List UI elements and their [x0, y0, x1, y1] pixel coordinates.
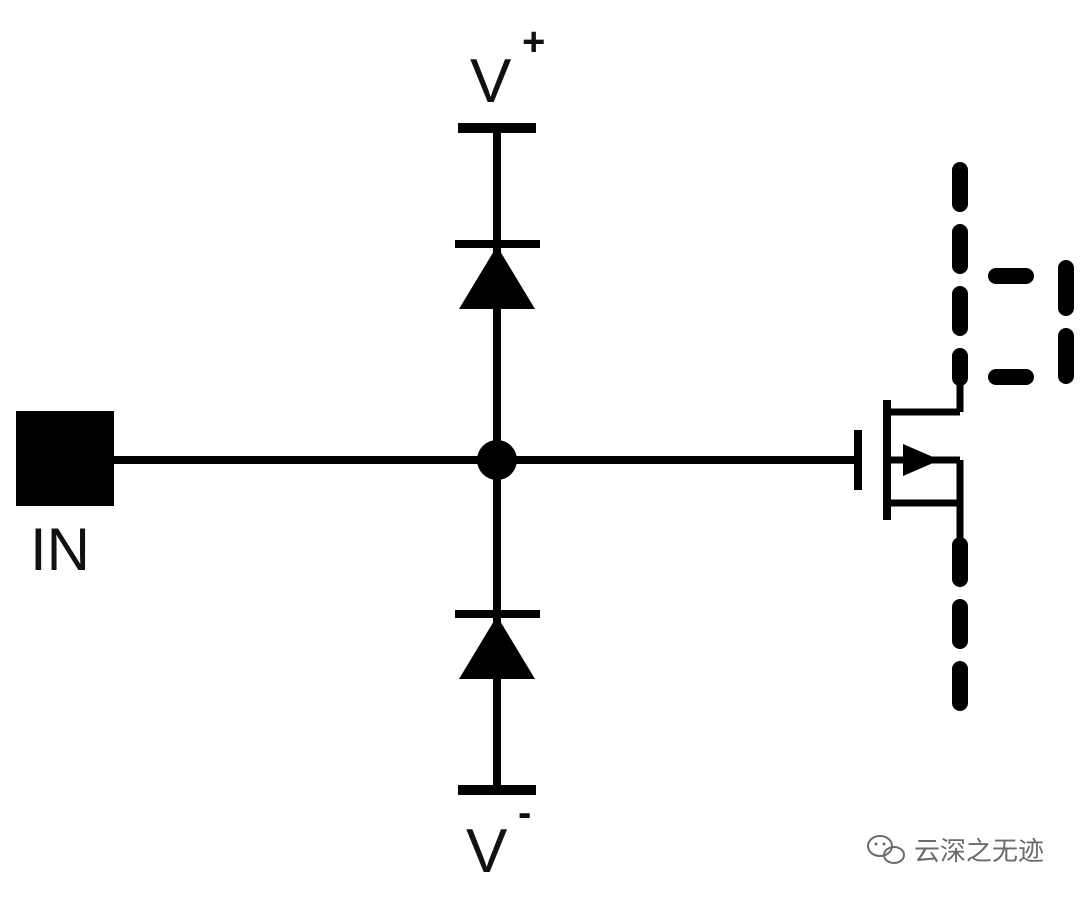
mosfet-symbol: [854, 380, 964, 540]
vminus-superscript: -: [518, 791, 531, 835]
dashed-drain-connection: [952, 162, 1074, 388]
watermark-text: 云深之无迹: [914, 837, 1044, 867]
vminus-label: V: [466, 817, 508, 886]
watermark: 云深之无迹: [867, 835, 1044, 867]
lower-diode-triangle: [459, 616, 535, 679]
upper-diode-triangle: [459, 246, 535, 309]
input-pad: [16, 411, 114, 506]
mosfet-body-arrow: [903, 444, 940, 476]
vplus-label: V: [470, 47, 512, 116]
input-label: IN: [30, 516, 90, 583]
vplus-superscript: +: [522, 20, 545, 64]
wechat-icon: [867, 835, 905, 864]
